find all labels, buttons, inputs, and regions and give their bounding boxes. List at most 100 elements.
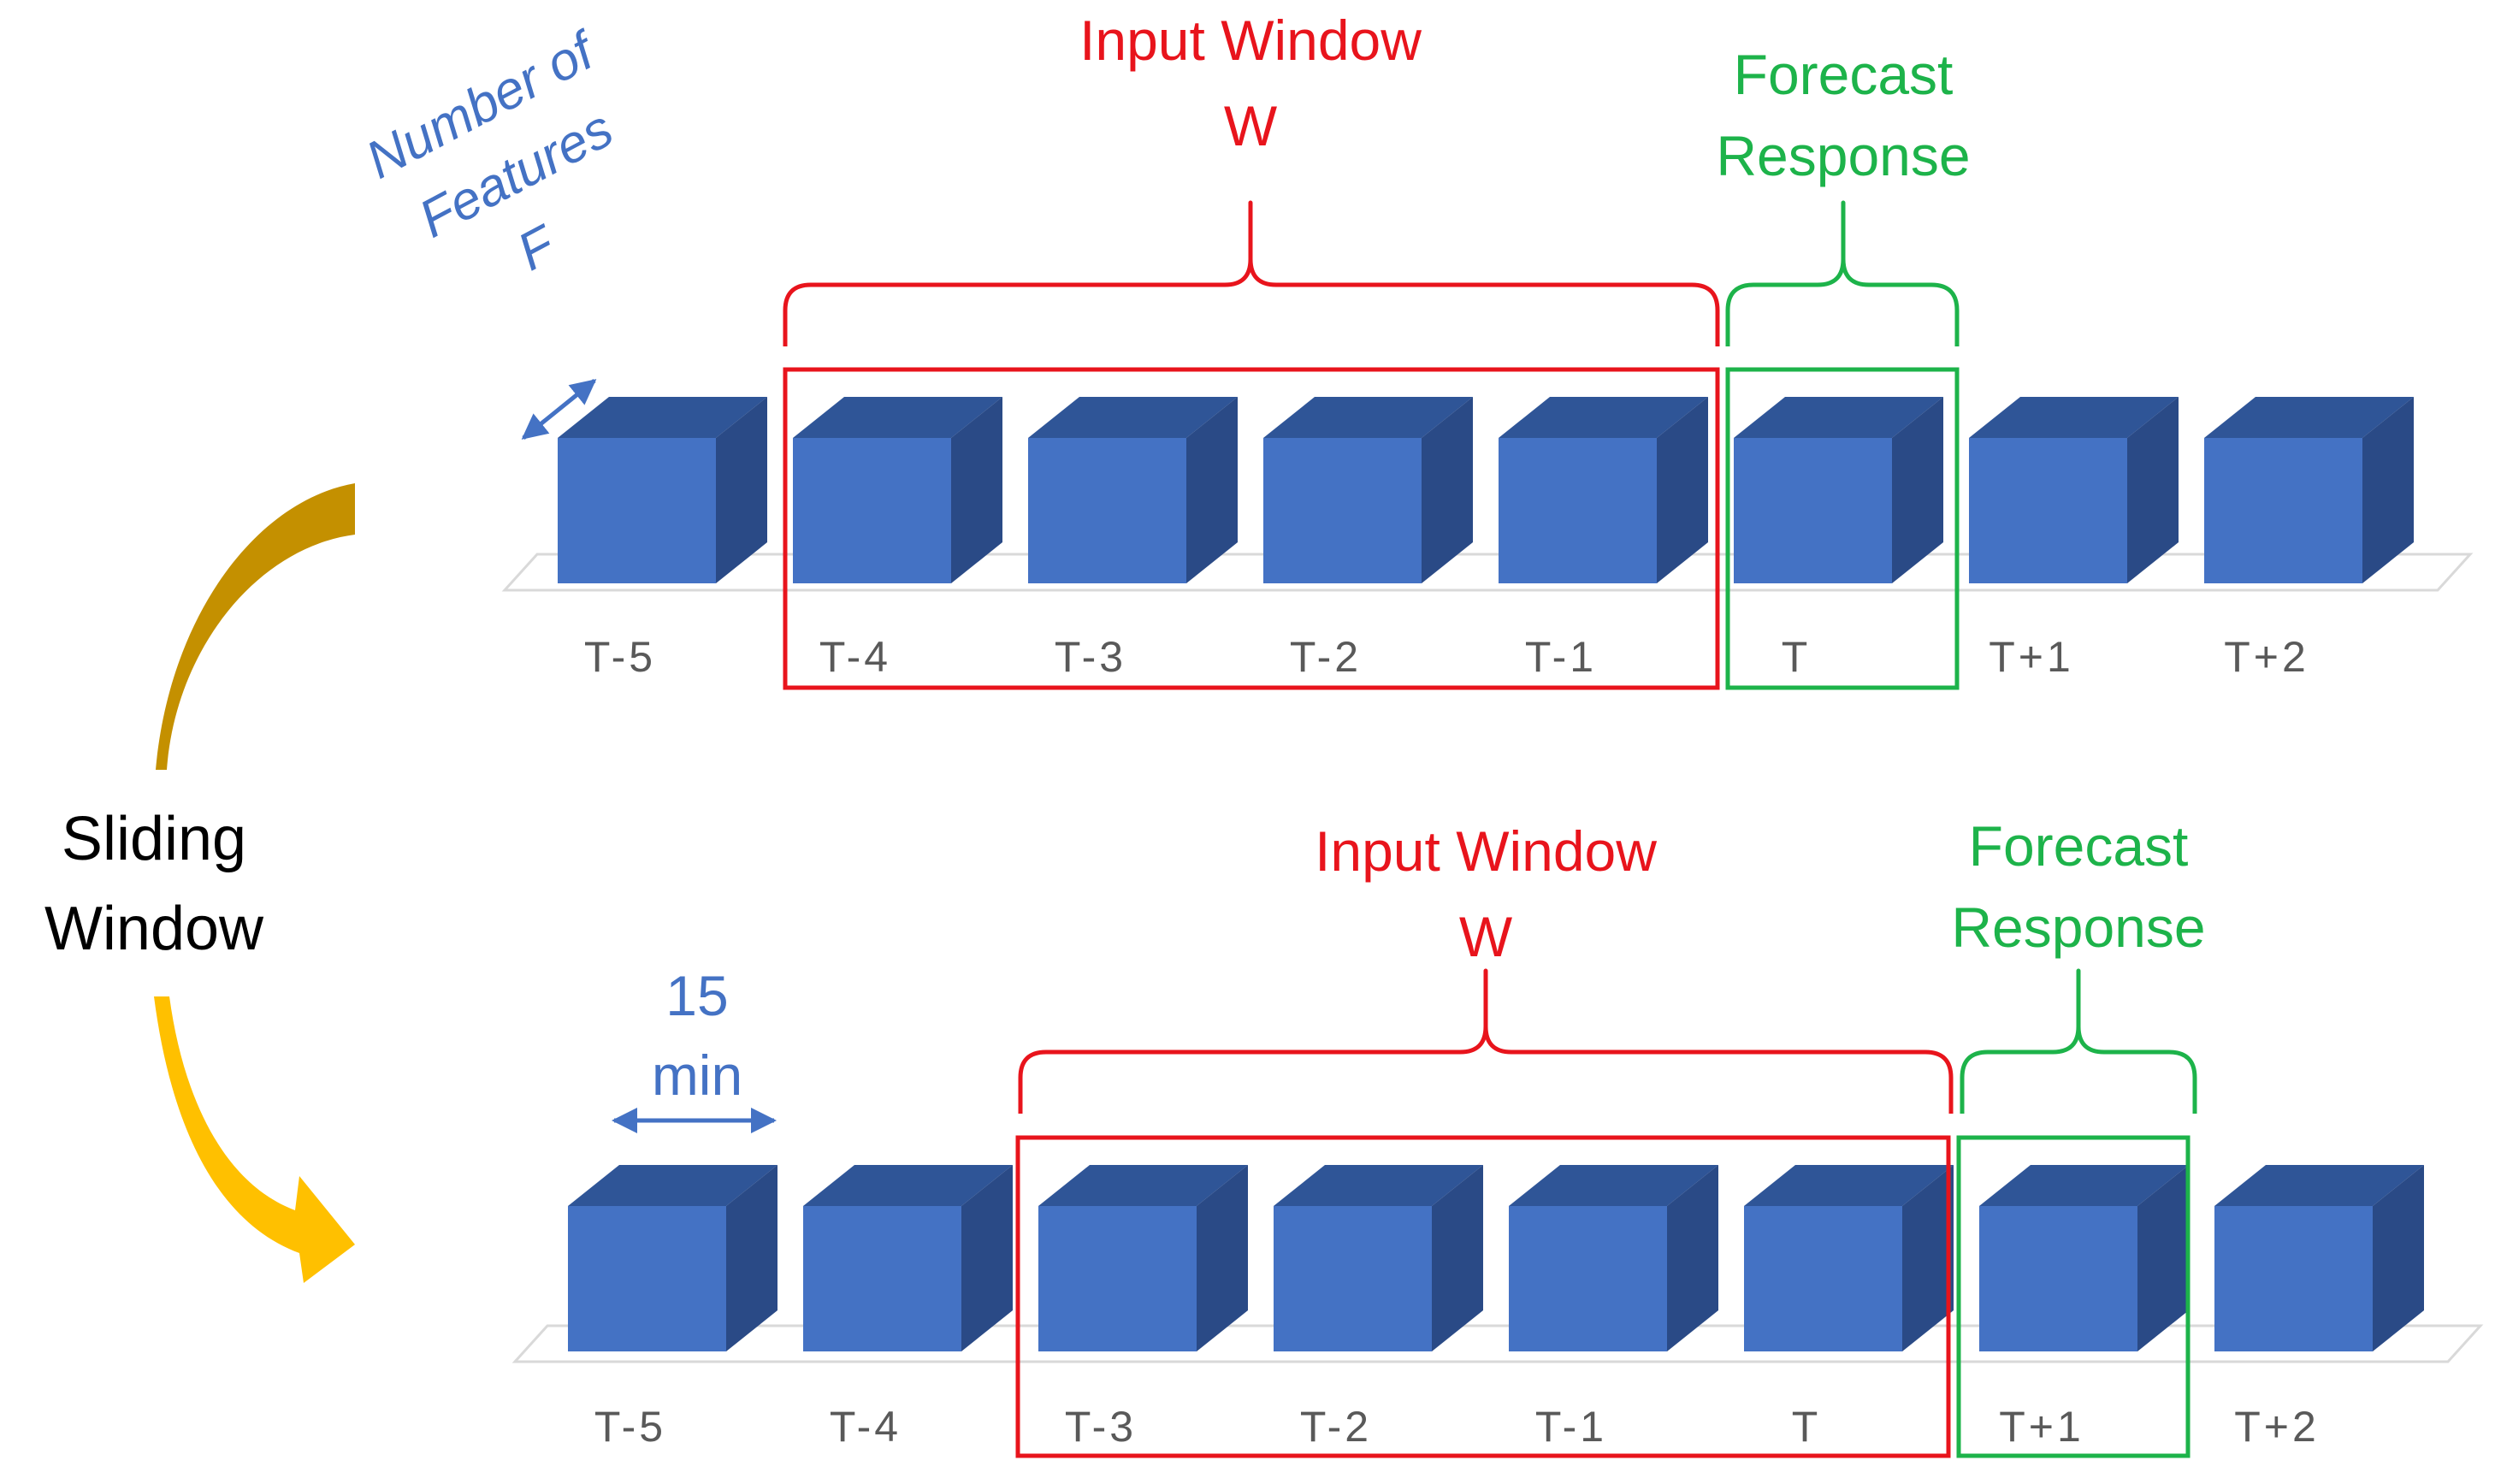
time-step-cube [1274, 1165, 1483, 1351]
time-step-cube [1744, 1165, 1954, 1351]
bottom-tick-label: T-1 [1535, 1403, 1607, 1451]
features-depth-arrow [521, 379, 597, 440]
cube-front-face [1509, 1206, 1667, 1351]
top-input-window-box [783, 367, 1720, 690]
cube-top-face [1744, 1165, 1954, 1206]
cube-front-face [1263, 438, 1422, 583]
top-input-window-brace [783, 200, 1720, 346]
cube-front-face [1028, 438, 1186, 583]
time-step-cube [1499, 397, 1708, 583]
top-row: T-5 T-4 T-3 T-2 T-1 T T+1 T+2 Input Wind… [357, 9, 2474, 690]
cube-side-face [1902, 1165, 1954, 1351]
sliding-arrow-lower-segment [154, 996, 355, 1283]
cube-top-face [2214, 1165, 2424, 1206]
time-step-cube [2214, 1165, 2424, 1351]
sliding-window-label-line2: Window [44, 895, 264, 963]
cube-top-face [1734, 397, 1943, 438]
cube-front-face [1744, 1206, 1902, 1351]
cube-top-face [1028, 397, 1238, 438]
cube-top-face [1969, 397, 2179, 438]
time-step-cube [568, 1165, 777, 1351]
top-tick-label: T-4 [819, 633, 891, 681]
bottom-input-window-brace [1018, 968, 1954, 1114]
cube-side-face [2362, 397, 2414, 583]
cube-front-face [568, 1206, 726, 1351]
top-forecast-brace [1725, 200, 1960, 346]
time-step-cube [1734, 397, 1943, 583]
sliding-window-label-line1: Sliding [62, 805, 246, 873]
cube-side-face [2373, 1165, 2424, 1351]
bottom-forecast-box [1956, 1135, 2191, 1458]
top-forecast-title: Forecast [1734, 43, 1954, 106]
cube-top-face [558, 397, 767, 438]
cube-top-face [2204, 397, 2414, 438]
time-step-cube [1038, 1165, 1248, 1351]
top-input-window-letter: W [1224, 94, 1278, 157]
cube-front-face [558, 438, 716, 583]
number-of-features-label: Number of Features F [357, 20, 622, 282]
cube-top-face [1499, 397, 1708, 438]
cube-top-face [803, 1165, 1013, 1206]
cube-top-face [568, 1165, 777, 1206]
top-tick-label: T-2 [1290, 633, 1362, 681]
bottom-row: T-5 T-4 T-3 T-2 T-1 T T+1 T+2 Input Wind… [511, 814, 2484, 1458]
cube-side-face [1422, 397, 1473, 583]
bottom-forecast-title: Forecast [1969, 814, 2189, 878]
time-step-cube [558, 397, 767, 583]
bottom-forecast-brace [1960, 968, 2197, 1114]
cube-side-face [1197, 1165, 1248, 1351]
top-tick-label: T [1782, 633, 1812, 681]
top-cube-row [558, 397, 2414, 583]
cube-front-face [803, 1206, 961, 1351]
cube-side-face [1657, 397, 1708, 583]
cube-front-face [793, 438, 951, 583]
bottom-input-window-box [1015, 1135, 1951, 1458]
bottom-tick-label: T-5 [594, 1403, 666, 1451]
top-tick-labels: T-5 T-4 T-3 T-2 T-1 T T+1 T+2 [584, 633, 2309, 681]
bottom-tick-labels: T-5 T-4 T-3 T-2 T-1 T T+1 T+2 [594, 1403, 2320, 1451]
bottom-input-window-letter: W [1459, 905, 1513, 968]
sliding-window-arrow: Sliding Window [44, 483, 355, 1283]
time-step-cube [1509, 1165, 1718, 1351]
time-step-cube [2204, 397, 2414, 583]
cube-top-face [1274, 1165, 1483, 1206]
features-label-line3: F [508, 214, 567, 282]
cube-front-face [1499, 438, 1657, 583]
cube-side-face [2127, 397, 2179, 583]
time-step-cube [793, 397, 1002, 583]
bottom-tick-label: T-4 [830, 1403, 902, 1451]
top-forecast-subtitle: Response [1716, 124, 1970, 187]
time-step-cube [1263, 397, 1473, 583]
bottom-forecast-subtitle: Response [1951, 896, 2205, 959]
bottom-tick-label: T+2 [2234, 1403, 2320, 1451]
cube-side-face [1432, 1165, 1483, 1351]
cube-top-face [1509, 1165, 1718, 1206]
cube-top-face [793, 397, 1002, 438]
cube-front-face [1969, 438, 2127, 583]
top-forecast-box [1725, 367, 1960, 690]
sliding-arrow-upper-segment [156, 483, 355, 770]
cube-front-face [1979, 1206, 2137, 1351]
top-tick-label: T-3 [1055, 633, 1126, 681]
top-tick-label: T-5 [584, 633, 656, 681]
interval-label-number: 15 [665, 964, 728, 1027]
time-step-cube [1979, 1165, 2189, 1351]
bottom-input-window-title: Input Window [1315, 819, 1657, 883]
time-step-cube [1028, 397, 1238, 583]
bottom-tick-label: T-2 [1300, 1403, 1372, 1451]
cube-side-face [1892, 397, 1943, 583]
time-step-cube [803, 1165, 1013, 1351]
cube-side-face [1186, 397, 1238, 583]
top-tick-label: T+2 [2224, 633, 2309, 681]
cube-top-face [1979, 1165, 2189, 1206]
cube-front-face [1734, 438, 1892, 583]
bottom-tick-label: T [1792, 1403, 1822, 1451]
bottom-cube-row [568, 1165, 2424, 1351]
bottom-tick-label: T+1 [1999, 1403, 2084, 1451]
cube-top-face [1038, 1165, 1248, 1206]
top-tick-label: T+1 [1989, 633, 2074, 681]
cube-side-face [961, 1165, 1013, 1351]
cube-front-face [1274, 1206, 1432, 1351]
cube-side-face [726, 1165, 777, 1351]
